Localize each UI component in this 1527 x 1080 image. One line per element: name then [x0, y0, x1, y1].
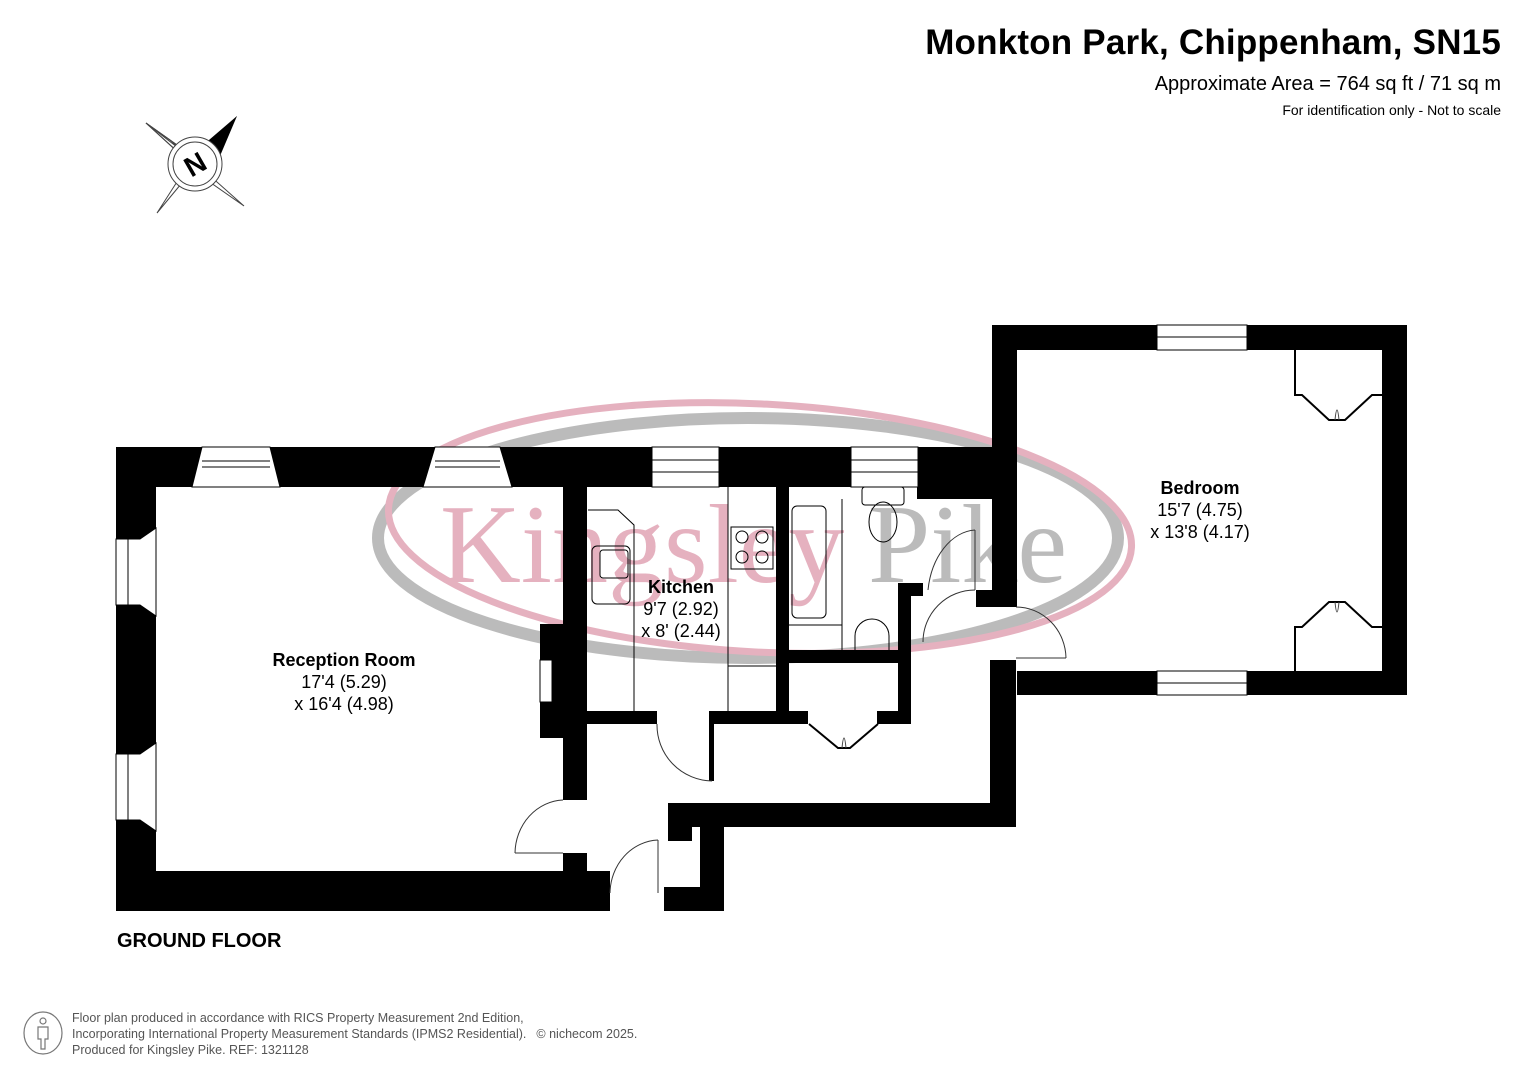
- person-scale-icon: [23, 1011, 63, 1055]
- room-dimension-width: x 8' (2.44): [641, 621, 721, 641]
- approximate-area: Approximate Area = 764 sq ft / 71 sq m: [1154, 73, 1501, 95]
- room-dimension-width: x 16'4 (4.98): [294, 694, 394, 714]
- room-name: Reception Room: [272, 650, 416, 670]
- room-dimension-width: x 13'8 (4.17): [1150, 522, 1250, 542]
- room-bedroom: Bedroom 15'7 (4.75) x 13'8 (4.17): [1150, 477, 1250, 543]
- floor-label: GROUND FLOOR: [117, 930, 282, 952]
- header: Monkton Park, Chippenham, SN15 Approxima…: [925, 22, 1501, 119]
- footer: Floor plan produced in accordance with R…: [22, 1010, 637, 1058]
- copyright: © nichecom 2025.: [536, 1027, 638, 1041]
- room-reception: Reception Room 17'4 (5.29) x 16'4 (4.98): [272, 649, 415, 715]
- scale-note: For identification only - Not to scale: [1282, 102, 1501, 118]
- room-name: Kitchen: [647, 577, 715, 597]
- room-dimension-length: 9'7 (2.92): [643, 599, 719, 619]
- kingsley-pike-watermark: Kingsley Pike: [372, 399, 1136, 664]
- footer-line-2: Incorporating International Property Mea…: [72, 1027, 527, 1041]
- room-name: Bedroom: [1160, 478, 1240, 498]
- room-kitchen: Kitchen 9'7 (2.92) x 8' (2.44): [641, 576, 720, 642]
- footer-line-1: Floor plan produced in accordance with R…: [72, 1011, 524, 1025]
- footer-line-3: Produced for Kingsley Pike. REF: 1321128: [72, 1043, 309, 1057]
- room-dimension-length: 15'7 (4.75): [1157, 500, 1243, 520]
- property-title: Monkton Park, Chippenham, SN15: [925, 23, 1501, 62]
- svg-text:Pike: Pike: [868, 483, 1067, 607]
- room-dimension-length: 17'4 (5.29): [301, 672, 387, 692]
- north-arrow-compass-icon: N: [145, 116, 245, 214]
